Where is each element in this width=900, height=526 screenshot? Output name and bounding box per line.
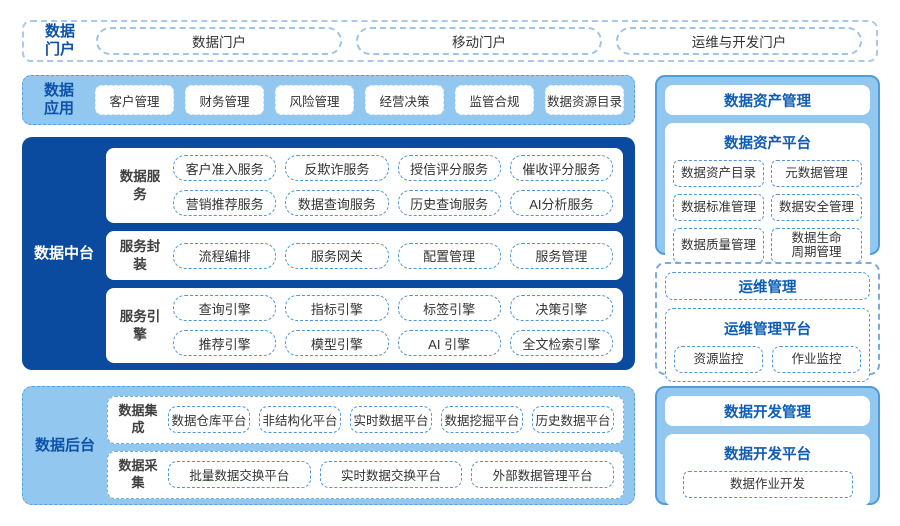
portal-section: 数据门户 数据门户 移动门户 运维与开发门户 [22,20,878,62]
data-asset-platform-title: 数据资产平台 [724,136,811,152]
engine-item-ai: AI 引擎 [397,330,501,357]
data-application-section: 数据应用 客户管理 财务管理 风险管理 经营决策 监管合规 数据资源目录 [22,75,635,125]
ops-management-platform-title: 运维管理平台 [724,322,811,338]
app-item-finance-mgmt: 财务管理 [185,85,264,115]
service-encapsulation-row-label: 服务封装 [119,239,161,272]
engine-item-fulltext-search: 全文检索引擎 [509,330,613,357]
data-application-label: 数据应用 [43,82,74,117]
integration-item-history-data: 历史数据平台 [532,406,614,434]
ops-item-job-monitor: 作业监控 [772,346,861,373]
service-item-marketing-recommend: 营销推荐服务 [173,190,277,216]
data-integration-items: 数据仓库平台 非结构化平台 实时数据平台 数据挖掘平台 历史数据平台 [168,406,614,434]
data-integration-row: 数据集成 数据仓库平台 非结构化平台 实时数据平台 数据挖掘平台 历史数据平台 [107,396,624,444]
collection-item-batch-exchange: 批量数据交换平台 [168,461,311,489]
encap-item-config-mgmt: 配置管理 [397,242,501,269]
engine-item-recommend: 推荐引擎 [173,330,277,357]
engine-item-decision: 决策引擎 [509,295,613,322]
data-collection-row-label: 数据采集 [118,457,158,490]
service-item-data-query: 数据查询服务 [285,190,389,216]
ops-item-resource-monitor: 资源监控 [674,346,763,373]
service-encapsulation-items: 流程编排 服务网关 配置管理 服务管理 [173,242,613,269]
service-engine-row-label: 服务引擎 [119,309,161,342]
encap-item-service-gateway: 服务网关 [285,242,389,269]
data-dev-management-section: 数据开发管理 数据开发平台 数据作业开发 [655,386,880,506]
portal-item-mobile-portal: 移动门户 [356,27,602,55]
portal-section-label: 数据门户 [44,23,75,58]
app-item-customer-mgmt: 客户管理 [95,85,174,115]
engine-item-tag: 标签引擎 [397,295,501,322]
dev-item-data-job-development: 数据作业开发 [682,471,853,498]
engine-item-metric: 指标引擎 [285,295,389,322]
integration-item-unstructured: 非结构化平台 [259,406,341,434]
service-item-collection-scoring: 催收评分服务 [509,155,613,181]
data-collection-items: 批量数据交换平台 实时数据交换平台 外部数据管理平台 [168,461,615,489]
integration-item-data-mining: 数据挖掘平台 [441,406,523,434]
data-collection-row: 数据采集 批量数据交换平台 实时数据交换平台 外部数据管理平台 [107,450,624,499]
data-asset-management-header: 数据资产管理 [665,85,870,115]
integration-item-realtime-data: 实时数据平台 [350,406,432,434]
collection-item-external-data-mgmt: 外部数据管理平台 [471,461,615,489]
asset-item-data-lifecycle-mgmt: 数据生命 周期管理 [771,228,862,263]
service-item-history-query: 历史查询服务 [397,190,501,216]
service-engine-row: 服务引擎 查询引擎 指标引擎 标签引擎 决策引擎 推荐引擎 模型引擎 AI 引擎… [106,288,623,364]
portal-items: 数据门户 移动门户 运维与开发门户 [96,27,862,55]
data-dev-management-header: 数据开发管理 [665,396,870,426]
data-asset-management-section: 数据资产管理 数据资产平台 数据资产目录 元数据管理 数据标准管理 数据安全管理… [655,75,880,271]
data-backend-section: 数据后台 数据集成 数据仓库平台 非结构化平台 实时数据平台 数据挖掘平台 历史… [22,386,635,505]
app-item-risk-mgmt: 风险管理 [275,85,354,115]
data-service-row-label: 数据服务 [119,168,161,202]
service-item-credit-scoring: 授信评分服务 [397,155,501,181]
portal-item-data-portal: 数据门户 [96,27,342,55]
ops-management-platform: 运维管理平台 资源监控 作业监控 [665,308,870,382]
data-asset-platform: 数据资产平台 数据资产目录 元数据管理 数据标准管理 数据安全管理 数据质量管理… [665,123,870,271]
service-engine-items: 查询引擎 指标引擎 标签引擎 决策引擎 推荐引擎 模型引擎 AI 引擎 全文检索… [173,295,613,357]
asset-item-data-security-mgmt: 数据安全管理 [771,194,862,221]
app-item-business-decision: 经营决策 [365,85,444,115]
ops-management-section: 运维管理 运维管理平台 资源监控 作业监控 [655,262,880,382]
asset-item-metadata-mgmt: 元数据管理 [771,160,862,187]
data-dev-platform-items: 数据作业开发 [673,471,862,498]
data-backend-rows: 数据集成 数据仓库平台 非结构化平台 实时数据平台 数据挖掘平台 历史数据平台 … [107,387,634,504]
data-integration-row-label: 数据集成 [118,403,158,435]
middle-platform-rows: 数据服务 客户准入服务 反欺诈服务 授信评分服务 催收评分服务 营销推荐服务 数… [106,137,635,370]
app-item-compliance: 监管合规 [455,85,534,115]
portal-item-ops-dev-portal: 运维与开发门户 [616,27,862,55]
data-dev-platform-title: 数据开发平台 [724,447,811,463]
service-item-customer-access: 客户准入服务 [173,155,277,181]
collection-item-realtime-exchange: 实时数据交换平台 [319,461,463,489]
ops-management-platform-items: 资源监控 作业监控 [674,346,861,373]
data-asset-platform-items: 数据资产目录 元数据管理 数据标准管理 数据安全管理 数据质量管理 数据生命 周… [673,160,862,263]
app-item-data-resource-catalog: 数据资源目录 [545,85,624,115]
data-application-items: 客户管理 财务管理 风险管理 经营决策 监管合规 数据资源目录 [95,85,624,115]
service-item-ai-analysis: AI分析服务 [509,190,613,216]
integration-item-data-warehouse: 数据仓库平台 [168,406,250,434]
service-encapsulation-row: 服务封装 流程编排 服务网关 配置管理 服务管理 [106,231,623,281]
data-middle-platform-label: 数据中台 [33,244,94,262]
service-item-anti-fraud: 反欺诈服务 [285,155,389,181]
data-backend-label: 数据后台 [34,436,95,454]
data-service-row: 数据服务 客户准入服务 反欺诈服务 授信评分服务 催收评分服务 营销推荐服务 数… [106,148,623,223]
encap-item-service-mgmt: 服务管理 [509,242,613,269]
data-middle-platform-section: 数据中台 数据服务 客户准入服务 反欺诈服务 授信评分服务 催收评分服务 营销推… [22,137,635,370]
data-service-items: 客户准入服务 反欺诈服务 授信评分服务 催收评分服务 营销推荐服务 数据查询服务… [173,155,613,216]
engine-item-model: 模型引擎 [285,330,389,357]
engine-item-query: 查询引擎 [173,295,277,322]
asset-item-data-standard-mgmt: 数据标准管理 [673,194,764,221]
asset-item-data-quality-mgmt: 数据质量管理 [673,228,764,263]
asset-item-asset-catalog: 数据资产目录 [673,160,764,187]
encap-item-process-orchestration: 流程编排 [173,242,277,269]
data-dev-platform: 数据开发平台 数据作业开发 [665,434,870,506]
ops-management-header: 运维管理 [665,272,870,300]
